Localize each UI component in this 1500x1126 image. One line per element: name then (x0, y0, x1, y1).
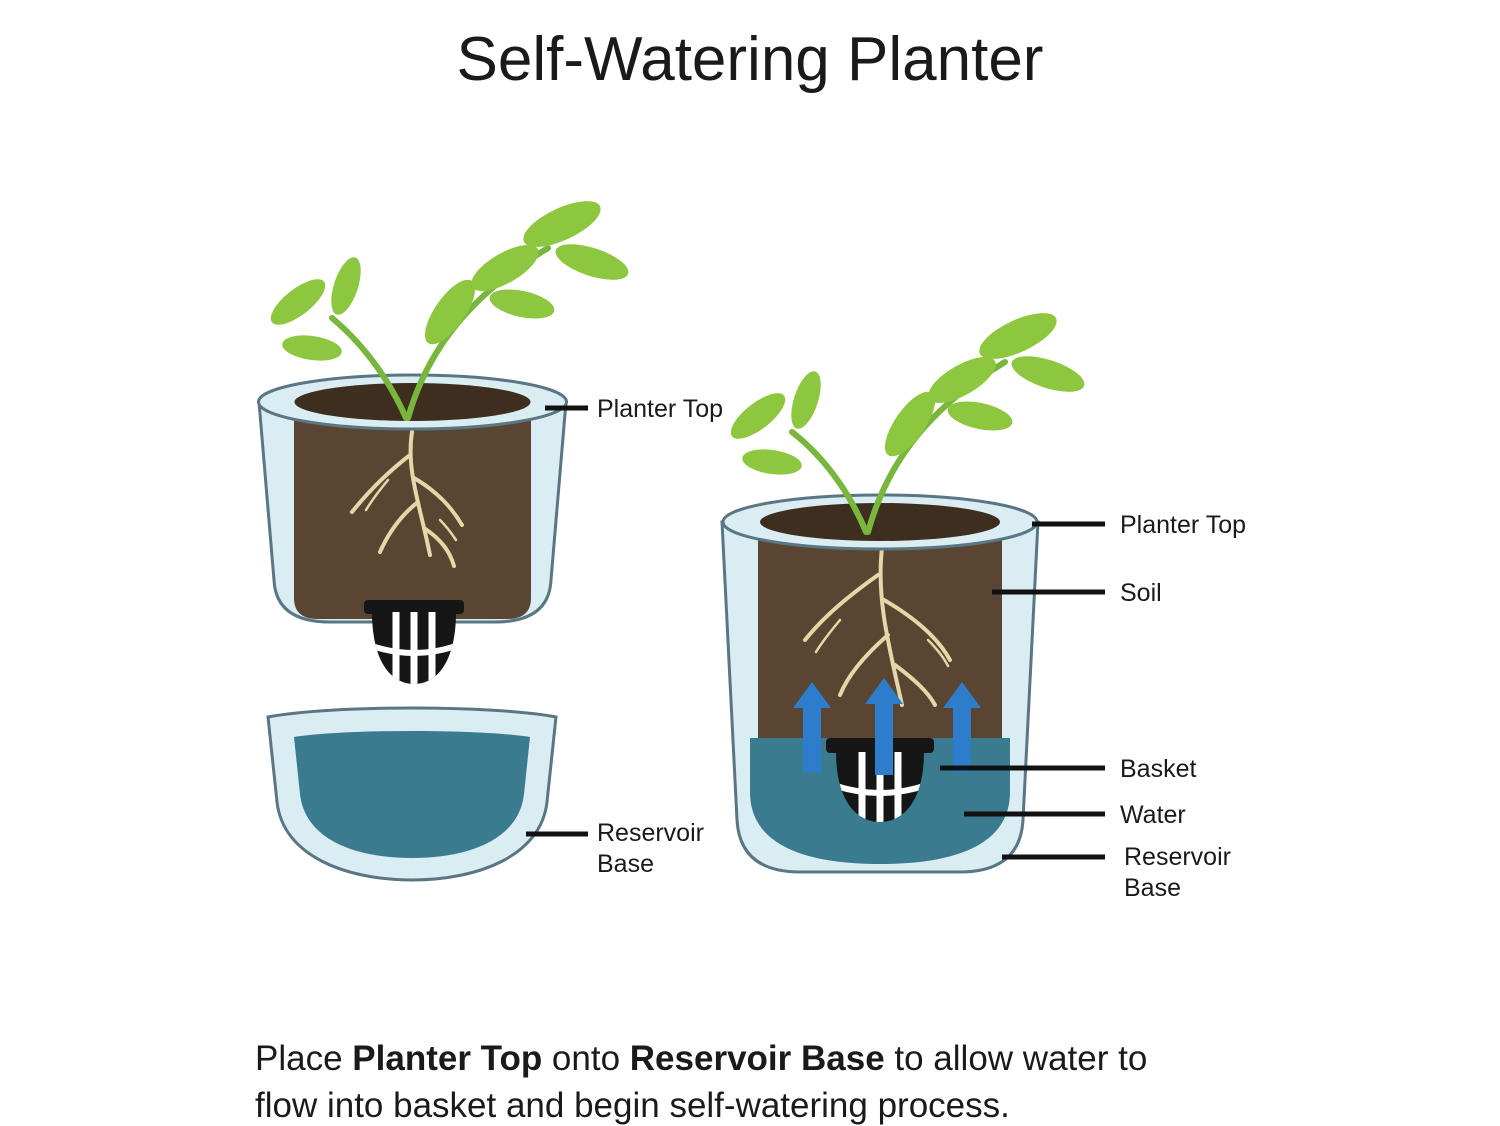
caption: Place Planter Top onto Reservoir Base to… (255, 1035, 1285, 1126)
left-reservoir-base (266, 706, 558, 882)
right-planter (720, 313, 1085, 874)
label-left-reservoir-base: Reservoir Base (597, 819, 704, 878)
right-plant (730, 313, 1085, 535)
up-arrow-icon (793, 682, 831, 772)
label-right-planter-top: Planter Top (1120, 511, 1247, 539)
up-arrow-icon (865, 678, 903, 775)
right-leaves (730, 313, 1085, 475)
right-roots (803, 546, 952, 707)
up-arrow-icon (943, 682, 981, 772)
label-basket: Basket (1120, 755, 1197, 783)
label-connectors (526, 405, 1105, 860)
label-soil: Soil (1120, 579, 1162, 607)
caption-text: flow into basket and begin self-watering… (255, 1086, 1010, 1125)
caption-text: onto (542, 1039, 630, 1078)
label-water: Water (1120, 801, 1186, 829)
left-reservoir-water (294, 731, 530, 858)
caption-reservoir-base: Reservoir Base (629, 1039, 885, 1078)
right-soil-surface (760, 503, 1000, 541)
left-basket (364, 600, 464, 684)
left-soil-block (294, 420, 531, 619)
left-planter-top (257, 201, 629, 684)
caption-planter-top: Planter Top (352, 1039, 543, 1078)
water-flow-arrows (793, 678, 981, 775)
caption-text: Place (255, 1039, 353, 1078)
right-soil-block (758, 540, 1002, 738)
label-left-planter-top: Planter Top (597, 395, 724, 423)
left-leaves (270, 201, 629, 361)
label-right-reservoir-base: Reservoir Base (1124, 843, 1231, 902)
caption-text: to allow water to (884, 1039, 1148, 1078)
page-title: Self-Watering Planter (456, 25, 1044, 94)
left-plant (270, 201, 629, 421)
left-roots (350, 430, 464, 568)
